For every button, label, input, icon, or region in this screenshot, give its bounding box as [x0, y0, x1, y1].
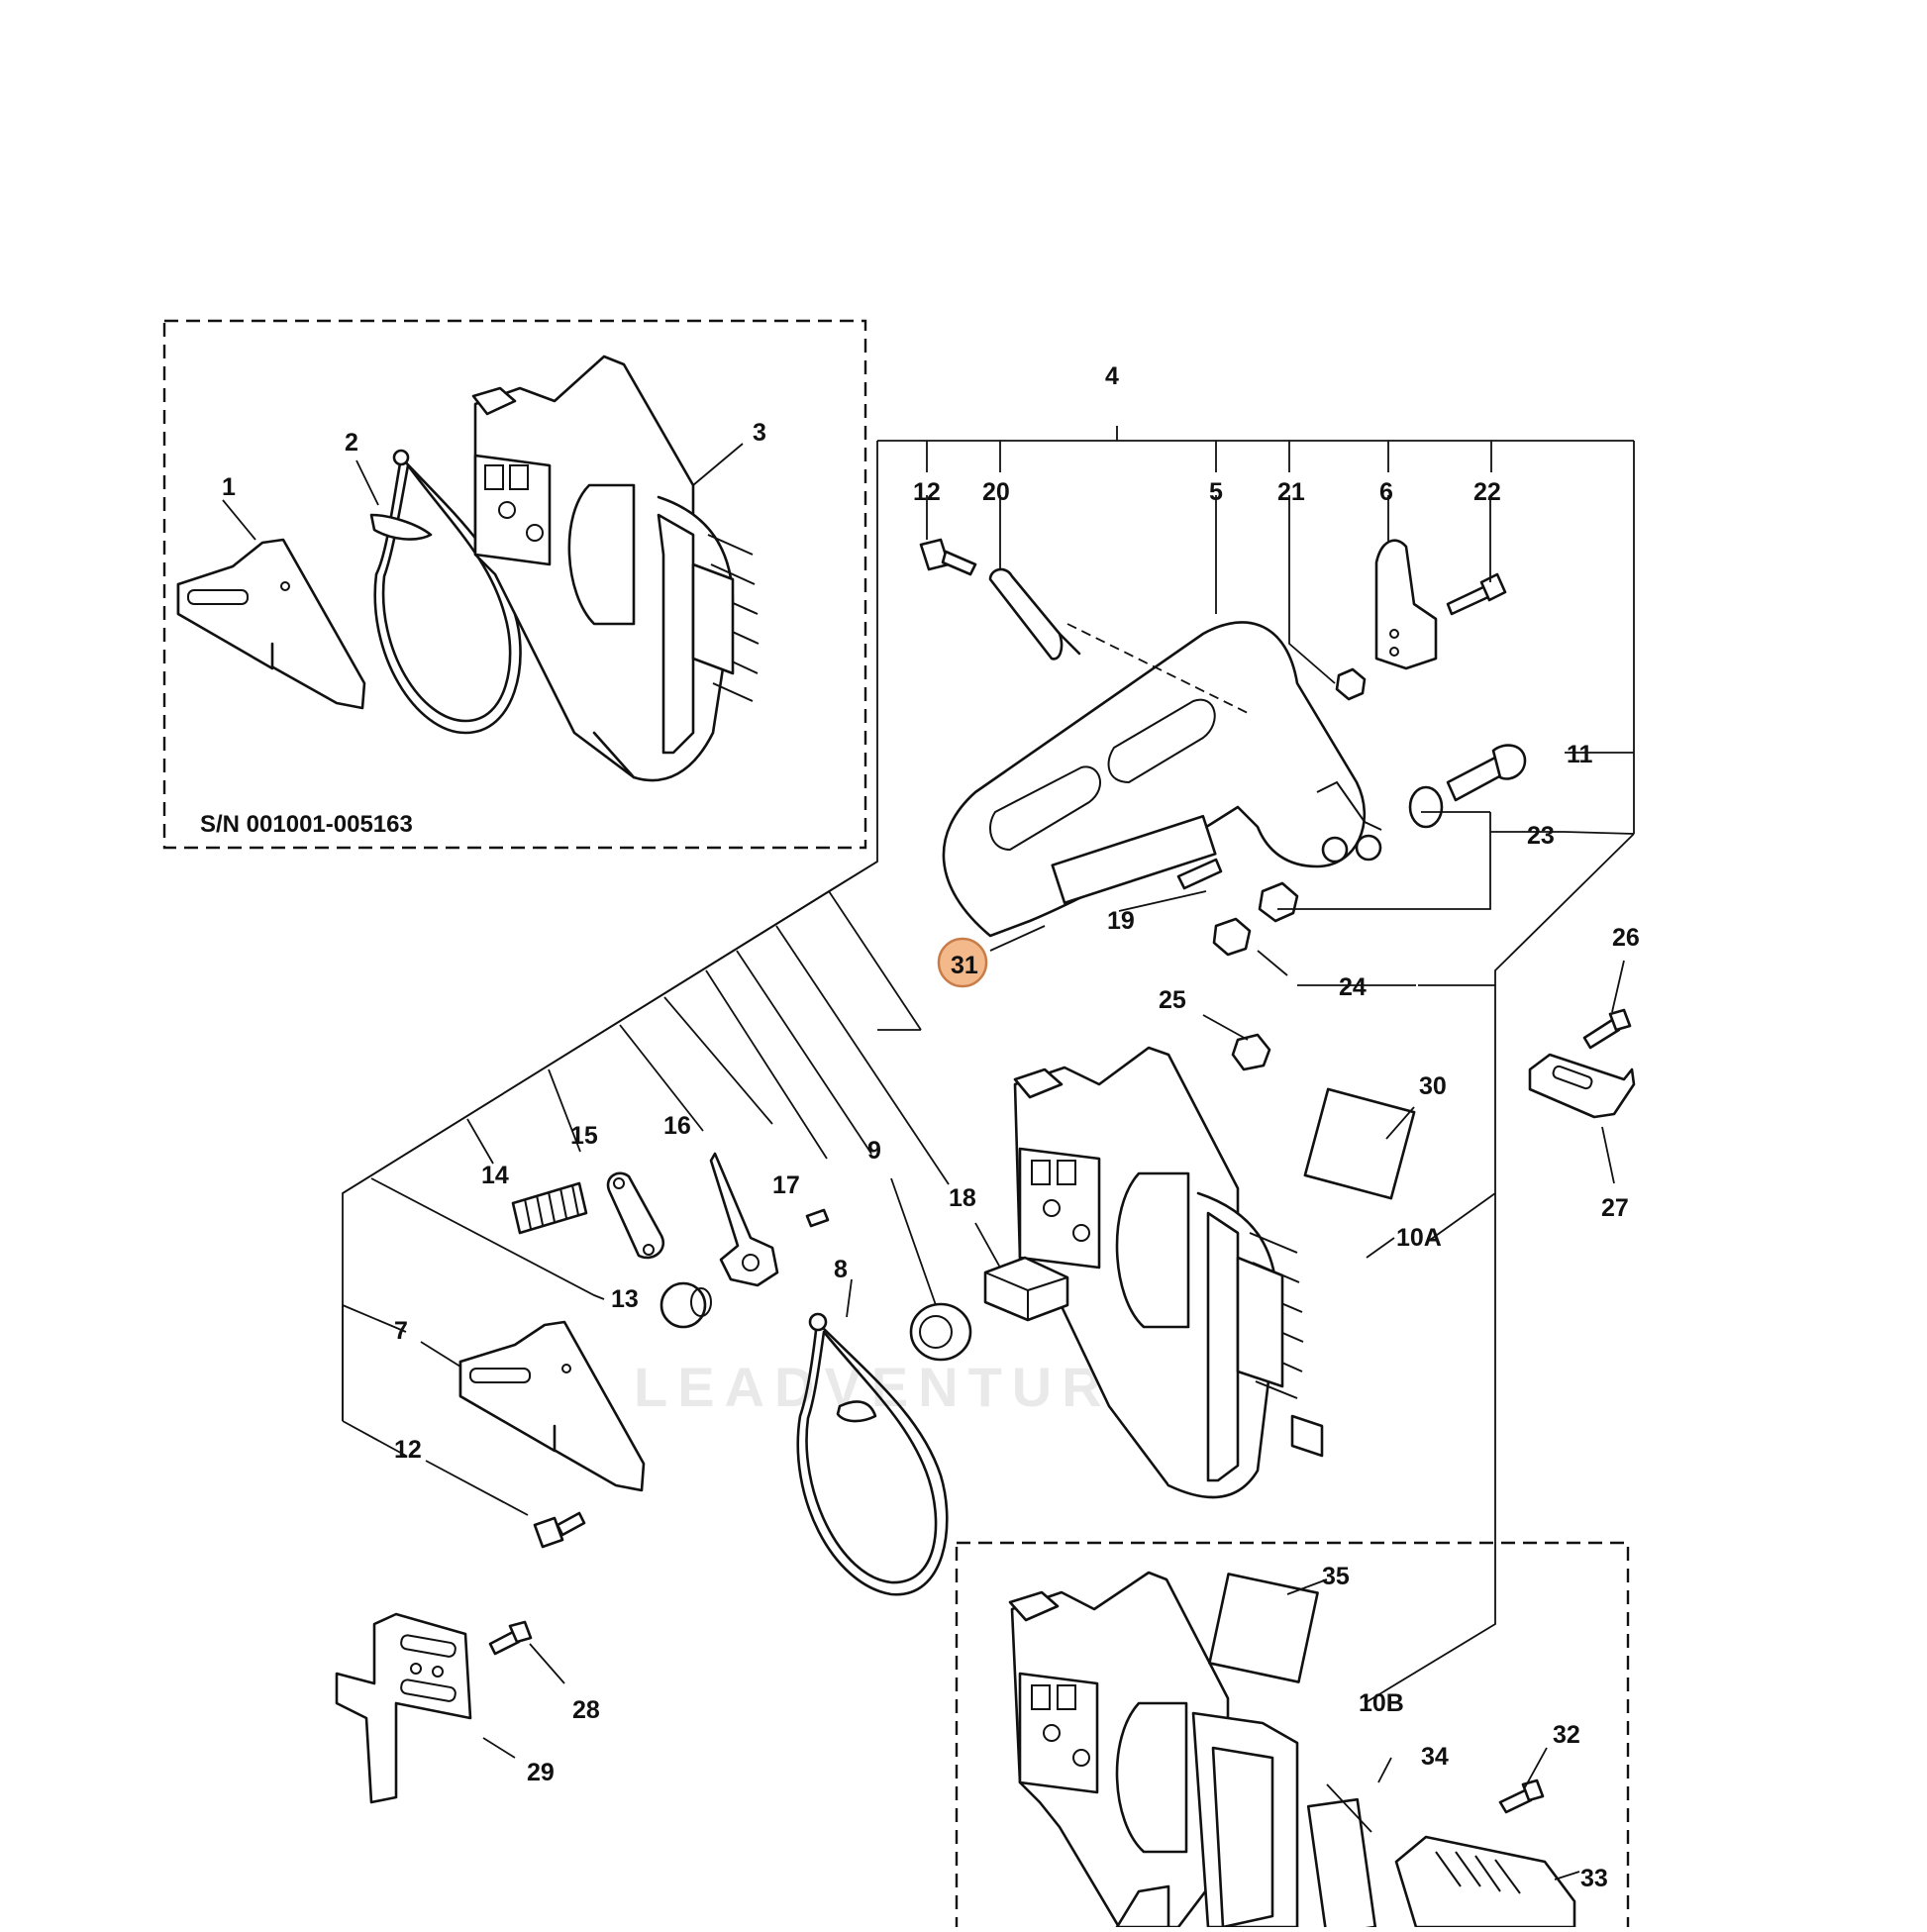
callout-16[interactable]: 16 [663, 1112, 691, 1140]
callout-35[interactable]: 35 [1322, 1563, 1350, 1590]
callout-34[interactable]: 34 [1421, 1743, 1449, 1771]
callout-20[interactable]: 20 [982, 478, 1010, 506]
callout-7[interactable]: 7 [394, 1317, 408, 1345]
part-30-label [1303, 1087, 1416, 1200]
sn-note: S/N 001001-005163 [200, 811, 413, 838]
callout-17[interactable]: 17 [772, 1171, 800, 1199]
callout-14[interactable]: 14 [481, 1162, 509, 1189]
part-24-nut-b [1212, 917, 1252, 957]
callout-10A[interactable]: 10A [1396, 1224, 1442, 1252]
callout-11[interactable]: 11 [1567, 741, 1593, 768]
part-11-bolt [1446, 744, 1527, 802]
part-14-spring [511, 1181, 588, 1235]
part-10a-sprocket-cover [1013, 1046, 1324, 1499]
part-21-nut [1335, 667, 1367, 701]
pin-part [1176, 858, 1223, 890]
part-10b-sprocket-cover [1008, 1571, 1299, 1929]
callout-19[interactable]: 19 [1107, 907, 1135, 935]
callout-22[interactable]: 22 [1473, 478, 1501, 506]
callout-32[interactable]: 32 [1553, 1721, 1580, 1749]
part-22-screw [1446, 572, 1507, 616]
callout-23[interactable]: 23 [1527, 822, 1555, 850]
part-32-screw [1498, 1779, 1545, 1814]
callout-26[interactable]: 26 [1612, 924, 1640, 952]
callout-1[interactable]: 1 [222, 473, 236, 501]
part-18-block [983, 1256, 1069, 1322]
part-16-brake-lever [709, 1152, 779, 1287]
part-3-sprocket-cover [471, 355, 760, 782]
callout-24[interactable]: 24 [1339, 973, 1367, 1001]
part-12-screw-top [919, 538, 977, 576]
part-26-screw [1582, 1008, 1632, 1050]
part-9-bushing [909, 1302, 972, 1362]
part-20-stud [988, 567, 1081, 661]
part-25-nut [1231, 1033, 1271, 1071]
part-35-label [1208, 1573, 1319, 1683]
part-6-tensioner-plate [1374, 539, 1438, 670]
callout-21[interactable]: 21 [1277, 478, 1305, 506]
callout-3[interactable]: 3 [753, 419, 766, 447]
callout-31-label: 31 [951, 952, 978, 979]
callout-9[interactable]: 9 [867, 1137, 881, 1165]
callout-18[interactable]: 18 [949, 1184, 976, 1212]
callout-4[interactable]: 4 [1105, 362, 1119, 390]
part-34-label [1306, 1797, 1377, 1932]
callout-12-lower[interactable]: 12 [394, 1436, 422, 1464]
part-19-label [1051, 814, 1217, 905]
callout-29[interactable]: 29 [527, 1759, 555, 1786]
part-33-cover [1394, 1835, 1576, 1929]
callout-27[interactable]: 27 [1601, 1194, 1629, 1222]
part-17-pin [805, 1208, 830, 1228]
part-27-adjuster [1528, 1053, 1636, 1119]
part-29-bar-plate [335, 1612, 472, 1804]
part-5-side-plate [942, 621, 1382, 938]
callout-10B[interactable]: 10B [1359, 1689, 1404, 1717]
variant-10b-inset-box [955, 1541, 1630, 1932]
part-12-screw-lower [533, 1511, 586, 1549]
callout-30[interactable]: 30 [1419, 1072, 1447, 1100]
part-23-washer [1408, 785, 1444, 829]
callout-28[interactable]: 28 [572, 1696, 600, 1724]
part-24-nut-a [1258, 881, 1299, 923]
watermark: LEADVENTURE [634, 1356, 1159, 1418]
part-7-chain-guard [458, 1320, 646, 1492]
callout-25[interactable]: 25 [1159, 986, 1186, 1014]
callout-31-highlight[interactable] [937, 937, 988, 988]
callout-6[interactable]: 6 [1379, 478, 1393, 506]
callout-13[interactable]: 13 [611, 1285, 639, 1313]
part-1-chain-guard [176, 538, 366, 710]
part-28-screw [488, 1620, 533, 1656]
callout-15[interactable]: 15 [570, 1122, 598, 1150]
callout-2[interactable]: 2 [345, 429, 358, 457]
callout-12-top[interactable]: 12 [913, 478, 941, 506]
serial-number-inset-box [162, 319, 867, 850]
callout-33[interactable]: 33 [1580, 1865, 1608, 1892]
part-13-collar [659, 1281, 712, 1329]
part-8-brake-band [796, 1312, 949, 1596]
callout-8[interactable]: 8 [834, 1256, 848, 1283]
callout-5[interactable]: 5 [1209, 478, 1223, 506]
part-15-lever [606, 1171, 664, 1260]
